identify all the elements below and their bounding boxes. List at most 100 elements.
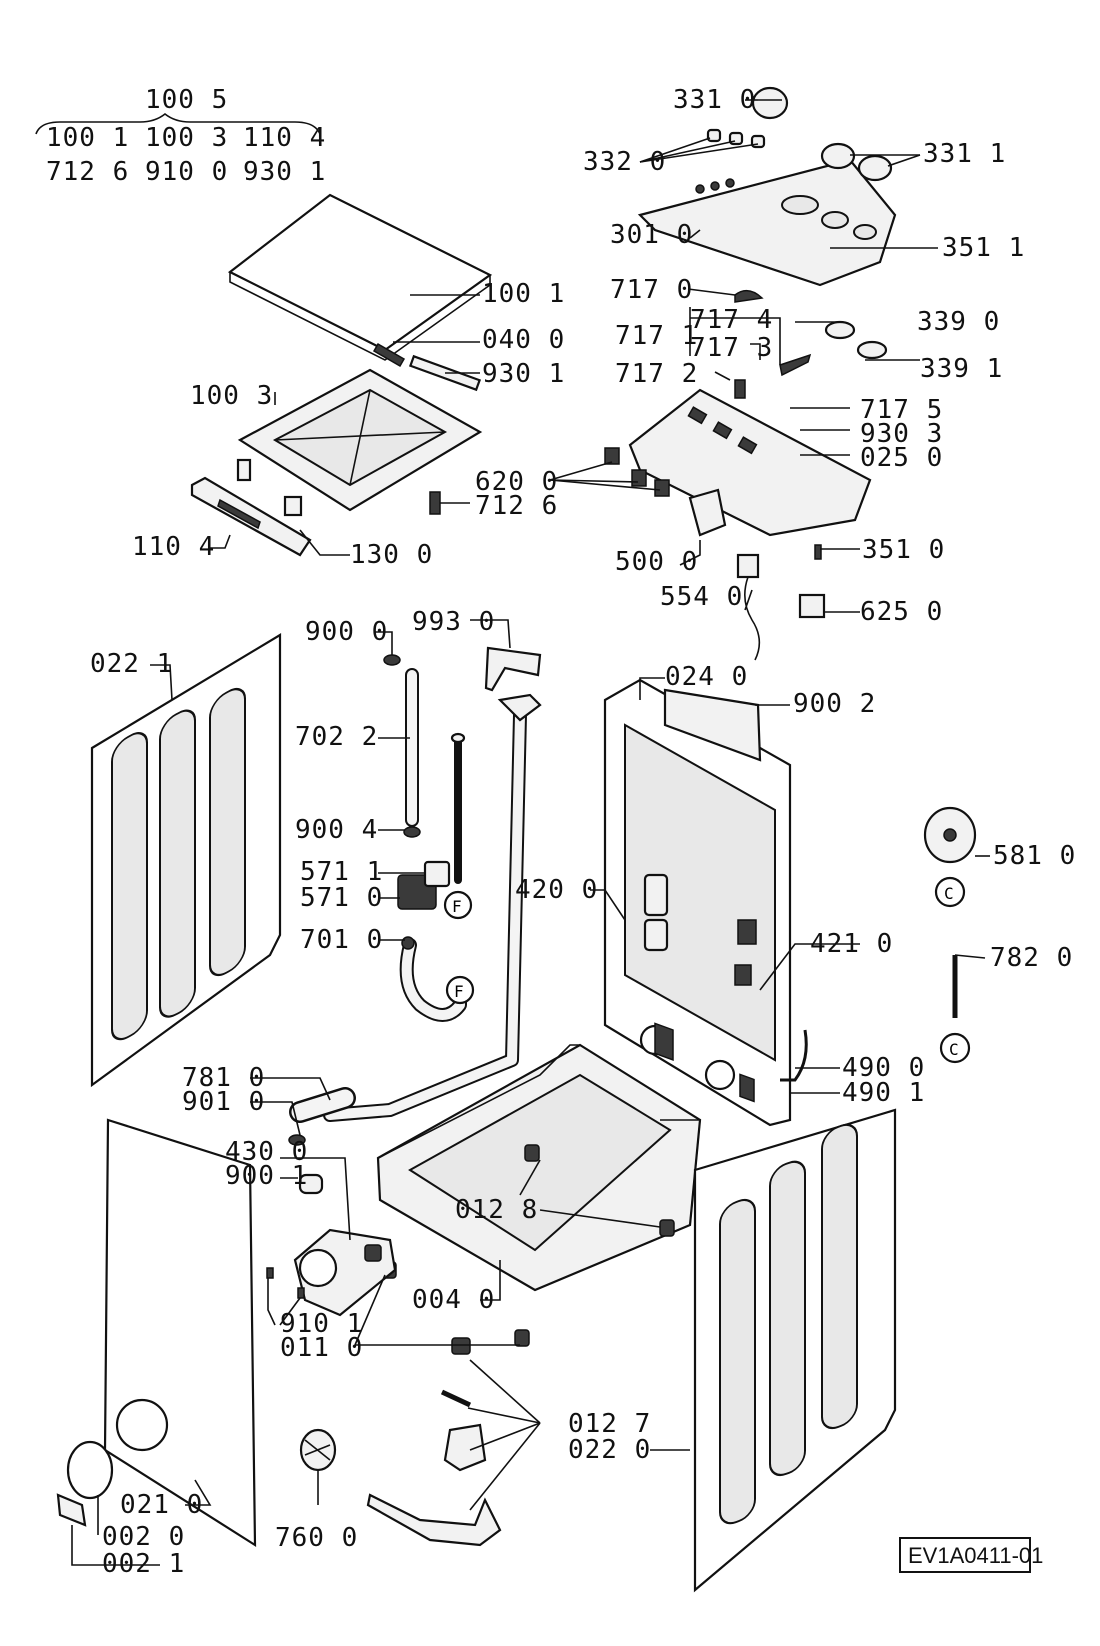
mains-filter: [798, 593, 826, 619]
service-flap: [66, 1440, 114, 1500]
screw-2: [297, 1287, 305, 1299]
detergent-tube: [450, 732, 466, 884]
front-trim-panel: [190, 476, 312, 557]
terminal-block: [737, 919, 757, 945]
part-label: 100 3: [190, 381, 273, 411]
kit-item: 712 6: [46, 157, 129, 187]
part-label: 620 0: [475, 467, 558, 497]
side-clip: [236, 458, 252, 482]
part-label: 002 1: [102, 1549, 185, 1579]
connector-c-label: C: [949, 1040, 959, 1059]
part-label: 900 0: [305, 617, 388, 647]
connector-blocks: [604, 447, 670, 497]
part-label: 331 0: [673, 85, 756, 115]
screw: [266, 1267, 274, 1279]
part-label: 717 0: [610, 275, 693, 305]
flap-hinge: [56, 1493, 87, 1527]
part-label: 571 1: [300, 857, 383, 887]
part-label: 351 0: [862, 535, 945, 565]
inlet-hose: [399, 936, 467, 1022]
knob-pair: [820, 142, 893, 182]
kit-item: 100 1: [46, 123, 129, 153]
side-panel-left: [90, 633, 282, 1088]
diagram-id: EV1A0411-01: [908, 1543, 1043, 1568]
door-lock: [688, 488, 727, 537]
connector-c-label: C: [944, 884, 954, 903]
part-label: 100 1: [482, 279, 565, 309]
part-label: 900 4: [295, 815, 378, 845]
part-label: 332 0: [583, 147, 666, 177]
part-label: 024 0: [665, 662, 748, 692]
pulley: C: [923, 806, 977, 908]
part-label: 993 0: [412, 607, 495, 637]
part-label: 717 5: [860, 395, 943, 425]
part-label: 701 0: [300, 925, 383, 955]
kit-brace: [35, 112, 321, 135]
hose-clamp: [288, 1134, 306, 1146]
connector-f-upper: F: [443, 890, 473, 920]
kit-item: 110 4: [243, 123, 326, 153]
pressure-tube: [744, 576, 761, 661]
connector-f-label: F: [454, 982, 464, 1001]
pump-seal: [298, 1173, 324, 1195]
part-label: 930 3: [860, 419, 943, 449]
connector-f-label: F: [452, 897, 462, 916]
part-label: 781 0: [182, 1063, 265, 1093]
part-label: 717 1: [615, 321, 698, 351]
drain-hose: [323, 646, 542, 1122]
part-label: 021 0: [120, 1490, 203, 1520]
rear-bracket: [663, 688, 762, 762]
part-label: 625 0: [860, 597, 943, 627]
part-labels: 331 0 332 0 331 1 301 0 351 1 717 0 717 …: [90, 85, 1076, 1579]
part-label: 930 1: [482, 359, 565, 389]
pump-parts: [366, 1337, 502, 1547]
part-label: 910 1: [280, 1309, 363, 1339]
part-label: 717 2: [615, 359, 698, 389]
shaft-rod: C: [939, 955, 971, 1064]
sump-hose-inner: [291, 1089, 354, 1121]
part-label: 339 1: [920, 354, 1003, 384]
part-label: 339 0: [917, 307, 1000, 337]
part-label: 581 0: [993, 841, 1076, 871]
selector-disc: [824, 320, 856, 340]
part-label: 712 6: [475, 491, 558, 521]
part-label: 040 0: [482, 325, 565, 355]
part-label: 012 7: [568, 1409, 651, 1439]
indicator-lens: [734, 289, 764, 303]
inlet-valve: [397, 860, 451, 910]
kit-item: 910 0: [145, 157, 228, 187]
base-frame: [376, 1043, 702, 1292]
part-label: 012 8: [455, 1195, 538, 1225]
leader-lines: [71, 99, 990, 1566]
kit-item: 100 3: [145, 123, 228, 153]
part-label: 420 0: [515, 875, 598, 905]
part-label: 004 0: [412, 1285, 495, 1315]
part-label: 022 1: [90, 649, 173, 679]
fill-hose: [383, 654, 421, 838]
kit-item: 930 1: [243, 157, 326, 187]
connector-f-lower: F: [445, 975, 475, 1005]
part-label: 554 0: [660, 582, 743, 612]
part-label: 490 1: [842, 1078, 925, 1108]
harness-clip: [779, 353, 812, 377]
part-label: 900 1: [225, 1161, 308, 1191]
control-board: [628, 388, 872, 537]
pressure-switch: [736, 553, 760, 579]
knob-large: [751, 86, 789, 120]
part-label: 110 4: [132, 532, 215, 562]
control-panel-fascia: [637, 158, 897, 287]
capacitor: [643, 873, 669, 952]
part-label: 002 0: [102, 1522, 185, 1552]
part-label: 022 0: [568, 1435, 651, 1465]
part-label: 421 0: [810, 929, 893, 959]
kit-header: 100 5 100 1 100 3 110 4 712 6 910 0 930 …: [35, 85, 326, 187]
drain-pump: [293, 1228, 397, 1317]
part-label: 130 0: [350, 540, 433, 570]
side-panel-right: [693, 1108, 897, 1593]
filter: [299, 1428, 337, 1472]
part-label: 760 0: [275, 1523, 358, 1553]
rocker-switch: [734, 379, 746, 399]
part-label: 025 0: [860, 443, 943, 473]
seal-strip: [372, 343, 406, 367]
